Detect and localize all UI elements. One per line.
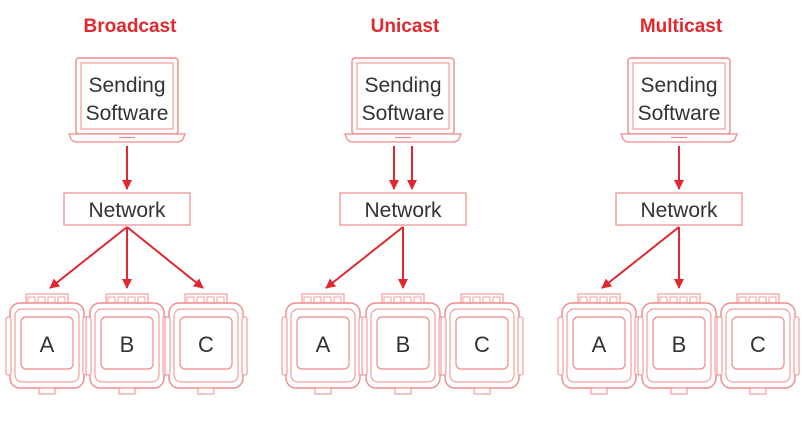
receiver-device-c: C: [440, 293, 524, 395]
device-ear-left: [5, 316, 12, 376]
network-box: Network: [339, 192, 467, 226]
network-rect: [615, 192, 743, 226]
network-label: Network: [364, 199, 442, 222]
device-port: [197, 387, 215, 395]
laptop-screen-inner: [80, 62, 174, 130]
device-frame: [646, 308, 712, 383]
sender-label-line1: Sending: [88, 74, 165, 97]
device-frame: [290, 308, 356, 383]
device-ear-right: [793, 316, 800, 376]
receiver-label: C: [198, 332, 214, 357]
network-label: Network: [640, 199, 718, 222]
sender-label-line2: Software: [362, 102, 445, 125]
device-ear-left: [164, 316, 171, 376]
receiver-label: B: [120, 332, 135, 357]
receiver-label: A: [316, 332, 331, 357]
sender-label-line1: Sending: [364, 74, 441, 97]
device-ear-left: [361, 316, 368, 376]
receiver-device-a: A: [281, 293, 365, 395]
receiver-device-c: C: [716, 293, 800, 395]
device-frame: [566, 308, 632, 383]
network-rect: [63, 192, 191, 226]
receiver-label: B: [396, 332, 411, 357]
device-port: [473, 387, 491, 395]
device-port: [38, 387, 56, 395]
device-ear-left: [637, 316, 644, 376]
receiver-label: C: [474, 332, 490, 357]
device-face: [179, 316, 233, 370]
receiver-label: A: [40, 332, 55, 357]
device-ear-left: [281, 316, 288, 376]
receiver-device-b: B: [637, 293, 721, 395]
device-frame: [725, 308, 791, 383]
network-rect: [339, 192, 467, 226]
device-port: [118, 387, 136, 395]
receiver-label: B: [672, 332, 687, 357]
device-ear-left: [85, 316, 92, 376]
receiver-device-a: A: [557, 293, 641, 395]
device-face: [455, 316, 509, 370]
device-frame: [449, 308, 515, 383]
receiver-device-b: B: [361, 293, 445, 395]
network-label: Network: [88, 199, 166, 222]
receiver-device-c: C: [164, 293, 248, 395]
receiver-device-b: B: [85, 293, 169, 395]
device-port: [749, 387, 767, 395]
device-ear-right: [517, 316, 524, 376]
network-box: Network: [615, 192, 743, 226]
laptop-screen-inner: [632, 62, 726, 130]
laptop-screen-inner: [356, 62, 450, 130]
arrow-network-to-a: [601, 226, 680, 289]
receiver-label: C: [750, 332, 766, 357]
device-frame: [14, 308, 80, 383]
arrow-network-to-c: [126, 226, 204, 289]
device-face: [20, 316, 74, 370]
device-port: [670, 387, 688, 395]
arrow-network-to-a: [49, 226, 128, 289]
device-frame: [173, 308, 239, 383]
device-face: [572, 316, 626, 370]
device-face: [731, 316, 785, 370]
device-ear-left: [557, 316, 564, 376]
receiver-label: A: [592, 332, 607, 357]
panel-title-multicast: Multicast: [639, 16, 723, 37]
device-face: [652, 316, 706, 370]
panel-title-broadcast: Broadcast: [83, 16, 177, 37]
device-ear-left: [440, 316, 447, 376]
device-port: [394, 387, 412, 395]
device-port: [590, 387, 608, 395]
panel-title-unicast: Unicast: [370, 16, 440, 37]
arrow-network-to-a: [325, 226, 404, 289]
device-face: [376, 316, 430, 370]
device-ear-left: [716, 316, 723, 376]
receiver-device-a: A: [5, 293, 89, 395]
device-face: [296, 316, 350, 370]
sender-label-line2: Software: [86, 102, 169, 125]
sender-label-line1: Sending: [640, 74, 717, 97]
device-frame: [370, 308, 436, 383]
device-face: [100, 316, 154, 370]
device-frame: [94, 308, 160, 383]
sender-label-line2: Software: [638, 102, 721, 125]
device-port: [314, 387, 332, 395]
network-box: Network: [63, 192, 191, 226]
device-ear-right: [241, 316, 248, 376]
